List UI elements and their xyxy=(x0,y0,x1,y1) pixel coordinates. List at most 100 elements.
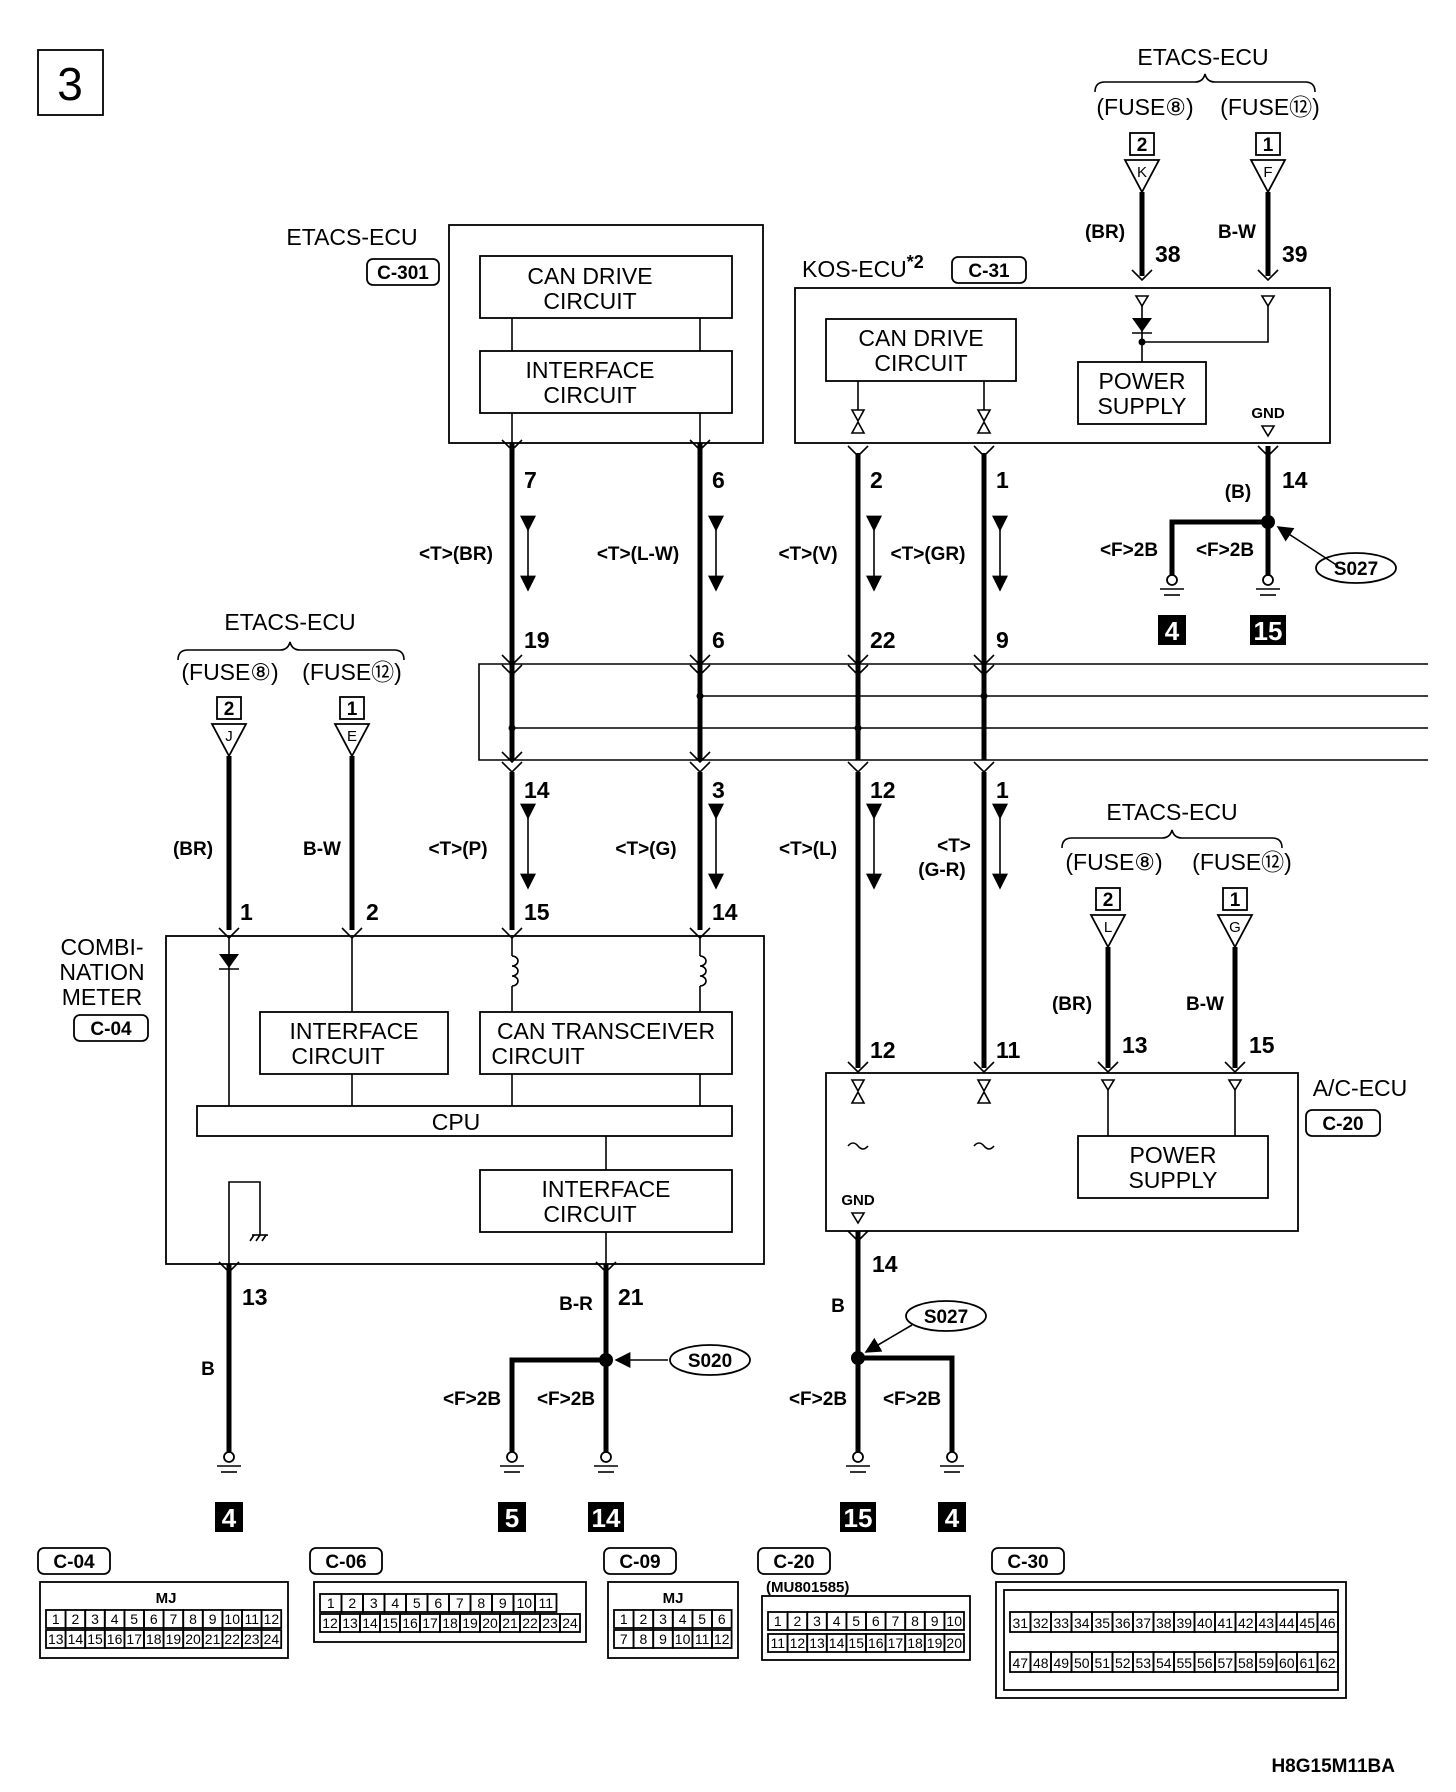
ac-gnd-label: GND xyxy=(841,1192,875,1209)
wire-label-bw-39: B-W xyxy=(1218,222,1256,243)
connector-pin-number: 34 xyxy=(1074,1615,1090,1631)
mid-term-j: J xyxy=(225,728,233,745)
connector-pin-number: 46 xyxy=(1320,1615,1336,1631)
kos-ecu-title: KOS-ECU*2 xyxy=(802,252,924,282)
top-conn-2: 2 xyxy=(1137,135,1148,156)
connector-pin-number: 14 xyxy=(362,1615,378,1631)
etacs-ecu-module: ETACS-ECU C-301 CAN DRIVE CIRCUIT INTERF… xyxy=(286,224,764,444)
meter-interface-b-l2: CIRCUIT xyxy=(543,1201,636,1227)
connector-pin-number: 24 xyxy=(264,1631,280,1647)
connector-pin-number: 50 xyxy=(1074,1655,1090,1671)
connector-pin-number: 15 xyxy=(382,1615,398,1631)
connector-pin-number: 8 xyxy=(189,1611,197,1627)
ac-power-supply-l2: SUPPLY xyxy=(1128,1167,1217,1193)
connector-pin-cell xyxy=(260,1609,283,1629)
etacs-can-drive-l2: CIRCUIT xyxy=(543,288,636,314)
pin-6b: 6 xyxy=(712,627,725,653)
ac-ground-branch: 14 B S027 <F>2B <F>2B 15 4 xyxy=(789,1230,987,1533)
conn-c09-label: C-09 xyxy=(619,1552,660,1573)
connector-pin-number: 31 xyxy=(1012,1615,1028,1631)
right-term-l: L xyxy=(1104,919,1112,936)
wire-label-f2b-a: <F>2B xyxy=(1100,540,1158,561)
connector-pin-number: 16 xyxy=(402,1615,418,1631)
wire-label-b-ac: B xyxy=(831,1296,845,1317)
connector-pin-number: 33 xyxy=(1053,1615,1069,1631)
wire-label-t-br: <T>(BR) xyxy=(419,544,493,565)
splice-s020: S020 xyxy=(688,1351,732,1372)
pin-ac-11: 11 xyxy=(996,1037,1021,1063)
wire-label-f2b-f: <F>2B xyxy=(883,1389,941,1410)
connector-pin-number: 1 xyxy=(327,1595,335,1611)
connector-pin-number: 20 xyxy=(482,1615,498,1631)
wire-label-bw-meter: B-W xyxy=(303,839,341,860)
top-etacs-feed: ETACS-ECU (FUSE⑧) (FUSE⑫) 2 K 1 F xyxy=(1094,44,1320,194)
connector-pin-number: 57 xyxy=(1217,1655,1233,1671)
connector-pin-number: 12 xyxy=(714,1631,730,1647)
meter-interface-b-l1: INTERFACE xyxy=(541,1176,670,1202)
kos-can-drive-l2: CIRCUIT xyxy=(874,350,967,376)
connector-pin-number: 2 xyxy=(640,1611,648,1627)
meter-cpu: CPU xyxy=(432,1109,481,1135)
meter-interface-a-l1: INTERFACE xyxy=(289,1018,418,1044)
connector-pin-number: 2 xyxy=(348,1595,356,1611)
pin-7: 7 xyxy=(524,467,537,493)
pin-39: 39 xyxy=(1282,241,1308,267)
wire-label-f2b-c: <F>2B xyxy=(443,1389,501,1410)
kos-can-drive-l1: CAN DRIVE xyxy=(858,325,983,351)
right-term-g: G xyxy=(1229,919,1241,936)
connector-pin-number: 12 xyxy=(790,1635,806,1651)
connector-pin-number: 7 xyxy=(620,1631,628,1647)
meter-connector: C-04 xyxy=(90,1019,132,1040)
connector-pin-number: 41 xyxy=(1217,1615,1233,1631)
connector-pin-number: 10 xyxy=(224,1611,240,1627)
connector-pin-number: 22 xyxy=(224,1631,240,1647)
top-fuse-12: (FUSE⑫) xyxy=(1220,94,1320,120)
wire-label-t-gr: <T>(GR) xyxy=(891,544,966,565)
mid-fuse-12: (FUSE⑫) xyxy=(302,659,402,685)
connector-pin-number: 6 xyxy=(718,1611,726,1627)
connector-pin-number: 6 xyxy=(434,1595,442,1611)
connector-pin-number: 6 xyxy=(150,1611,158,1627)
connector-pin-number: 35 xyxy=(1094,1615,1110,1631)
connector-pin-number: 11 xyxy=(538,1595,553,1611)
kos-power-supply-l2: SUPPLY xyxy=(1097,393,1186,419)
connector-pin-number: 9 xyxy=(499,1595,507,1611)
ac-ecu-connector: C-20 xyxy=(1322,1114,1363,1135)
ground-5: 5 xyxy=(505,1503,519,1533)
pin-12-band: 12 xyxy=(870,777,896,803)
pin-meter-21: 21 xyxy=(618,1284,644,1310)
connector-pin-number: 9 xyxy=(209,1611,217,1627)
connector-pin-number: 12 xyxy=(322,1615,338,1631)
etacs-interface-l2: CIRCUIT xyxy=(543,382,636,408)
pin-14-band: 14 xyxy=(524,777,550,803)
right-fuse-8: (FUSE⑧) xyxy=(1065,849,1162,875)
diagram-code: H8G15M11BA xyxy=(1271,1756,1395,1777)
connector-pin-number: 13 xyxy=(48,1631,64,1647)
connector-pin-number: 9 xyxy=(931,1613,939,1629)
connector-pin-number: 17 xyxy=(888,1635,904,1651)
top-etacs-title: ETACS-ECU xyxy=(1137,44,1268,70)
connector-pin-number: 21 xyxy=(502,1615,518,1631)
connector-pin-number: 42 xyxy=(1238,1615,1254,1631)
lower-can-wires: 12 1 <T>(L) <T> (G-R) 12 11 xyxy=(779,772,1021,1074)
pin-ac-12: 12 xyxy=(870,1037,896,1063)
wire-label-t-g: <T>(G) xyxy=(615,839,676,860)
kos-gnd-label: GND xyxy=(1251,405,1285,422)
connector-pin-number: 9 xyxy=(659,1631,667,1647)
connector-pin-number: 52 xyxy=(1115,1655,1131,1671)
pin-ac-13: 13 xyxy=(1122,1032,1148,1058)
connector-pin-number: 10 xyxy=(675,1631,691,1647)
kos-ecu-module: KOS-ECU*2 C-31 CAN DRIVE CIRCUIT POWER S… xyxy=(794,252,1331,444)
wire-label-t-l: <T>(L) xyxy=(779,839,837,860)
connector-pin-number: 7 xyxy=(456,1595,464,1611)
connector-pin-number: 7 xyxy=(170,1611,178,1627)
pin-meter-14: 14 xyxy=(712,899,738,925)
connector-pin-number: 44 xyxy=(1279,1615,1295,1631)
pin-38: 38 xyxy=(1155,241,1181,267)
connector-pin-number: 48 xyxy=(1033,1655,1049,1671)
connector-pin-number: 45 xyxy=(1299,1615,1315,1631)
